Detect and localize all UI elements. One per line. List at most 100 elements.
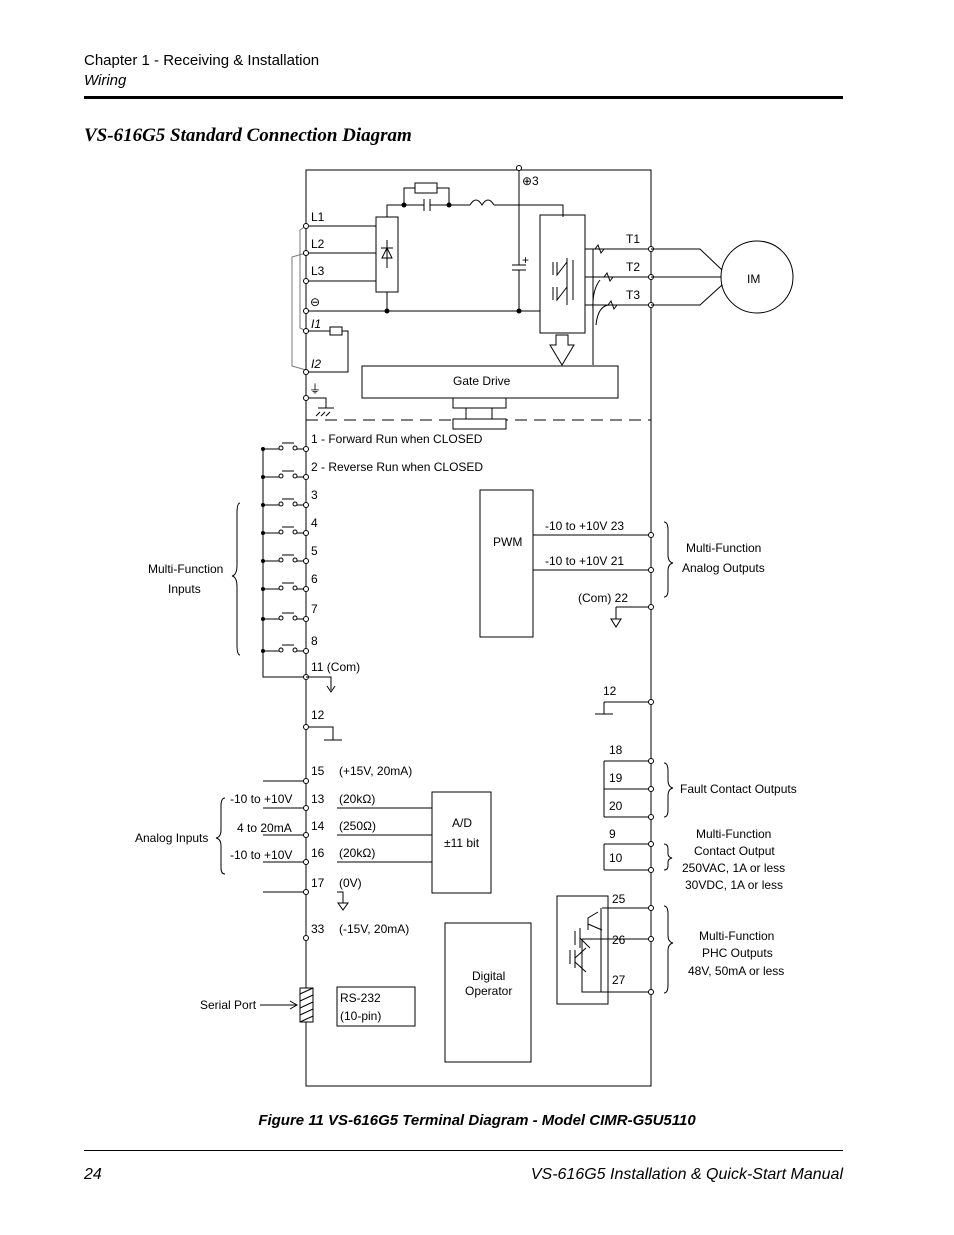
terminal xyxy=(303,446,309,452)
svg-text:(250Ω): (250Ω) xyxy=(339,819,376,833)
power-section: + Gate Drive L1 L2 L3 ⊖ I1 xyxy=(291,165,794,430)
page-number: 24 xyxy=(84,1166,102,1183)
input-contact xyxy=(263,582,306,590)
svg-text:250VAC, 1A or less: 250VAC, 1A or less xyxy=(682,861,785,875)
footer-rule xyxy=(84,1150,843,1151)
svg-text:1 - Forward Run when CLOSED: 1 - Forward Run when CLOSED xyxy=(311,432,483,446)
svg-text:A/D: A/D xyxy=(452,816,472,830)
input-contact xyxy=(263,498,306,506)
input-contact xyxy=(263,442,306,450)
svg-text:25: 25 xyxy=(612,892,626,906)
phc-box xyxy=(556,895,609,1005)
page-title: VS-616G5 Standard Connection Diagram xyxy=(84,125,412,146)
analog-inputs: 15 (+15V, 20mA) 13 (20kΩ) -10 to +10V 14… xyxy=(135,764,492,941)
svg-text:27: 27 xyxy=(612,973,626,987)
brace xyxy=(663,762,674,818)
svg-text:-10 to +10V: -10 to +10V xyxy=(230,792,292,806)
svg-text:8: 8 xyxy=(311,634,318,648)
terminal xyxy=(648,699,654,705)
terminal xyxy=(648,814,654,820)
svg-text:Gate Drive: Gate Drive xyxy=(453,374,511,388)
svg-text:Contact Output: Contact Output xyxy=(694,844,775,858)
svg-text:L2: L2 xyxy=(311,237,325,251)
svg-text:-10 to +10V 23: -10 to +10V 23 xyxy=(545,519,624,533)
input-contact xyxy=(263,554,306,562)
input-contact xyxy=(263,644,306,652)
terminal xyxy=(648,532,654,538)
brace xyxy=(231,502,241,656)
svg-text:17: 17 xyxy=(311,876,325,890)
svg-text:30VDC, 1A or less: 30VDC, 1A or less xyxy=(685,878,783,892)
svg-text:±11 bit: ±11 bit xyxy=(444,836,480,850)
svg-text:Inputs: Inputs xyxy=(168,582,201,596)
ad-converter-box xyxy=(431,791,492,894)
svg-text:I2: I2 xyxy=(311,357,321,371)
svg-text:Multi-Function: Multi-Function xyxy=(699,929,774,943)
svg-text:RS-232: RS-232 xyxy=(340,991,381,1005)
digital-operator-box xyxy=(444,922,532,1063)
terminal xyxy=(648,604,654,610)
svg-text:+: + xyxy=(522,253,529,267)
bidirectional-arrow-icon xyxy=(549,334,575,366)
svg-text:15: 15 xyxy=(311,764,325,778)
brace xyxy=(663,521,674,598)
figure-caption: Figure 11 VS-616G5 Terminal Diagram - Mo… xyxy=(258,1112,696,1129)
svg-text:(+15V, 20mA): (+15V, 20mA) xyxy=(339,764,412,778)
svg-text:Operator: Operator xyxy=(465,984,512,998)
svg-text:16: 16 xyxy=(311,846,325,860)
chapter-header: Chapter 1 - Receiving & Installation xyxy=(84,52,320,69)
svg-text:20: 20 xyxy=(609,799,623,813)
svg-text:7: 7 xyxy=(311,602,318,616)
svg-text:Digital: Digital xyxy=(472,969,505,983)
pwm-box xyxy=(479,489,534,638)
svg-text:Multi-Function: Multi-Function xyxy=(686,541,761,555)
svg-text:14: 14 xyxy=(311,819,325,833)
svg-text:L1: L1 xyxy=(311,210,325,224)
svg-text:-10 to +10V: -10 to +10V xyxy=(230,848,292,862)
input-contact xyxy=(263,470,306,478)
terminal xyxy=(303,586,309,592)
rs232-box xyxy=(336,986,416,1027)
svg-text:3: 3 xyxy=(311,488,318,502)
svg-text:I1: I1 xyxy=(311,317,321,331)
terminal xyxy=(648,905,654,911)
svg-text:⊖: ⊖ xyxy=(310,295,320,309)
terminal xyxy=(648,841,654,847)
brace xyxy=(663,843,673,871)
svg-text:Multi-Function: Multi-Function xyxy=(696,827,771,841)
input-contact xyxy=(263,612,306,620)
digital-inputs: 1 - Forward Run when CLOSED 2 - Reverse … xyxy=(148,432,483,741)
svg-text:48V, 50mA or less: 48V, 50mA or less xyxy=(688,964,784,978)
terminal xyxy=(303,724,309,730)
svg-text:⊕3: ⊕3 xyxy=(522,174,539,188)
svg-text:(0V): (0V) xyxy=(339,876,362,890)
svg-text:9: 9 xyxy=(609,827,616,841)
terminal xyxy=(303,648,309,654)
svg-text:12: 12 xyxy=(603,684,617,698)
svg-text:PHC Outputs: PHC Outputs xyxy=(702,946,773,960)
svg-text:(-15V, 20mA): (-15V, 20mA) xyxy=(339,922,409,936)
brace xyxy=(215,797,226,875)
terminal xyxy=(303,502,309,508)
svg-text:(Com) 22: (Com) 22 xyxy=(578,591,628,605)
svg-text:Analog Inputs: Analog Inputs xyxy=(135,831,208,845)
ground-icon xyxy=(306,397,334,417)
svg-text:T3: T3 xyxy=(626,288,640,302)
section-header: Wiring xyxy=(84,72,127,89)
ground-icon xyxy=(306,726,342,741)
svg-text:12: 12 xyxy=(311,708,325,722)
inverter-outline xyxy=(305,169,652,1087)
brace xyxy=(663,905,674,994)
svg-text:Multi-Function: Multi-Function xyxy=(148,562,223,576)
svg-text:4: 4 xyxy=(311,516,318,530)
svg-text:13: 13 xyxy=(311,792,325,806)
terminal xyxy=(648,867,654,873)
svg-text:-10 to +10V 21: -10 to +10V 21 xyxy=(545,554,624,568)
terminal xyxy=(303,558,309,564)
terminal xyxy=(648,989,654,995)
svg-text:(20kΩ): (20kΩ) xyxy=(339,792,375,806)
svg-text:⏚: ⏚ xyxy=(309,382,321,396)
svg-text:11 (Com): 11 (Com) xyxy=(311,660,360,674)
svg-text:4 to 20mA: 4 to 20mA xyxy=(237,821,292,835)
